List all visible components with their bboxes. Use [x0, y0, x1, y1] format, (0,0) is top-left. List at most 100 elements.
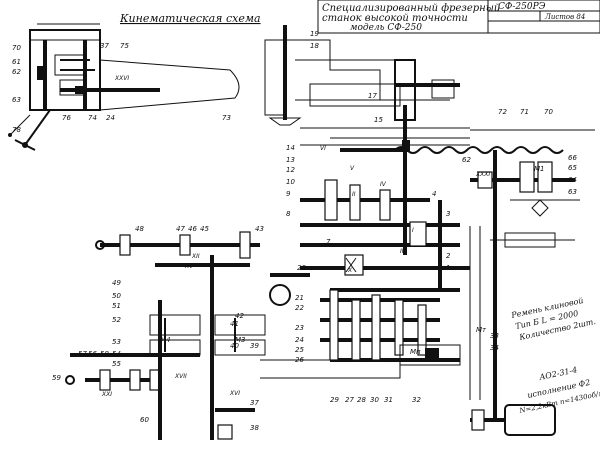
- title-line-3: модель СФ-250: [350, 23, 422, 33]
- inset-callout-73: 73: [222, 114, 231, 122]
- callout-65: 65: [568, 164, 577, 172]
- callout-7: 7: [326, 238, 331, 246]
- callout-37: 37: [250, 399, 259, 407]
- inset-callout-63: 63: [12, 96, 21, 104]
- callout-55: 55: [112, 360, 121, 368]
- title-line-1: Специализированный фрезерный: [322, 3, 500, 14]
- callout-62: 62: [462, 156, 471, 164]
- callout-49: 49: [112, 279, 121, 287]
- callout-56: 56: [88, 350, 97, 358]
- callout-25: 25: [295, 346, 304, 354]
- title-block: Специализированный фрезерный станок высо…: [317, 0, 600, 34]
- motor-label-mt: Mт: [476, 326, 487, 334]
- callout-42: 42: [235, 312, 244, 320]
- callout-59: 59: [52, 374, 61, 382]
- inset-callout-61: 61: [12, 58, 21, 66]
- inset-callout-75: 75: [120, 42, 129, 50]
- motor-label-m3: M3: [235, 336, 246, 344]
- inset-callout-70: 70: [12, 44, 21, 52]
- left-mechanism: 48 47 46 45 43 49 50 51 52 53 54 55 56 5…: [52, 225, 266, 440]
- inset-callout-37: 37: [100, 42, 109, 50]
- callout-66: 66: [568, 154, 577, 162]
- callout-38: 38: [250, 424, 259, 432]
- shaft-label-v: V: [350, 165, 355, 172]
- callout-39: 39: [250, 342, 259, 350]
- callout-40: 40: [230, 342, 239, 350]
- callout-60: 60: [140, 416, 149, 424]
- motor-label-mn: Mп: [410, 348, 421, 356]
- callout-10: 10: [286, 178, 295, 186]
- callout-29: 29: [330, 396, 339, 404]
- model-code: СФ-250РЭ: [498, 2, 546, 12]
- shaft-label-x: X: [347, 267, 353, 274]
- inset-callout-62: 62: [12, 68, 21, 76]
- motor-label-m4: M4: [160, 336, 171, 344]
- callout-2: 2: [446, 252, 451, 260]
- inset-heading: Кинематическая схема: [119, 12, 261, 25]
- central-gearbox: 20 21 22 23 24 25 26 27 28 29 30 31 32 3…: [260, 179, 499, 404]
- callout-51: 51: [112, 302, 121, 310]
- callout-13: 13: [286, 156, 295, 164]
- callout-12: 12: [286, 166, 295, 174]
- motor-note-line-1: АО2-31-4: [538, 365, 578, 382]
- shaft-label-xii: XII: [191, 253, 200, 260]
- callout-54: 54: [112, 350, 121, 358]
- inset-callout-78: 78: [12, 126, 21, 134]
- shaft-label-xx: XXI: [101, 391, 112, 398]
- callout-63: 63: [568, 188, 577, 196]
- callout-17: 17: [368, 92, 377, 100]
- callout-18: 18: [310, 42, 319, 50]
- shaft-label-iii: III: [400, 248, 406, 255]
- callout-53: 53: [112, 338, 121, 346]
- callout-8: 8: [286, 210, 291, 218]
- motor-label-m1: M1: [534, 165, 545, 173]
- callout-47: 47: [176, 225, 185, 233]
- callout-27: 27: [345, 396, 354, 404]
- inset-callout-76: 76: [62, 114, 71, 122]
- callout-15: 15: [374, 116, 383, 124]
- callout-70: 70: [544, 108, 553, 116]
- callout-4: 4: [432, 190, 436, 198]
- callout-22: 22: [295, 304, 304, 312]
- inset-callout-24: 24: [106, 114, 115, 122]
- shaft-label-vi: VI: [320, 145, 326, 152]
- callout-33: 33: [490, 332, 499, 340]
- belt-note: Ремень клиновой Тип Б L = 2000 Количеств…: [510, 296, 597, 342]
- shaft-label-iv: IV: [380, 181, 387, 188]
- callout-71: 71: [520, 108, 529, 116]
- right-mechanism: 72 71 70 66 65 64 63 62 M1: [462, 108, 580, 420]
- callout-58: 58: [100, 350, 109, 358]
- shaft-labels: XXVI XXXI I II III IV V VI X XII XVI XVI…: [101, 75, 490, 398]
- inset-diagram: Кинематическая схема 70 61 62 63 37 75 7…: [8, 12, 261, 151]
- callout-72: 72: [498, 108, 507, 116]
- callout-28: 28: [357, 396, 366, 404]
- shaft-label-xxvi: XXVI: [114, 75, 129, 82]
- callout-34: 34: [490, 344, 499, 352]
- callout-23: 23: [295, 324, 304, 332]
- callout-48: 48: [135, 225, 144, 233]
- shaft-label-i: I: [412, 227, 414, 234]
- callout-3: 3: [446, 210, 450, 218]
- shaft-label-xiv: XV: [184, 263, 194, 270]
- callout-26: 26: [295, 356, 304, 364]
- callout-24: 24: [295, 336, 304, 344]
- callout-14: 14: [286, 144, 295, 152]
- callout-9: 9: [286, 190, 291, 198]
- callout-50: 50: [112, 292, 121, 300]
- title-line-2: станок высокой точности: [322, 13, 468, 24]
- callout-57: 57: [78, 350, 87, 358]
- feed-screw: [394, 146, 564, 154]
- callout-19: 19: [310, 30, 319, 38]
- inset-callout-74: 74: [88, 114, 97, 122]
- callout-21: 21: [295, 294, 304, 302]
- callout-43: 43: [255, 225, 264, 233]
- callout-45: 45: [200, 225, 209, 233]
- callout-20: 20: [297, 264, 306, 272]
- callout-30: 30: [370, 396, 379, 404]
- callout-46: 46: [188, 225, 197, 233]
- callout-64: 64: [568, 176, 577, 184]
- spindle-head: 19 18 17 15 14 13 12 10 9 8 7 4 3 2 1: [264, 25, 470, 272]
- electric-motor: АО2-31-4 исполнение Ф2 N=2,2кВт n=1430об…: [470, 365, 600, 436]
- callout-52: 52: [112, 316, 121, 324]
